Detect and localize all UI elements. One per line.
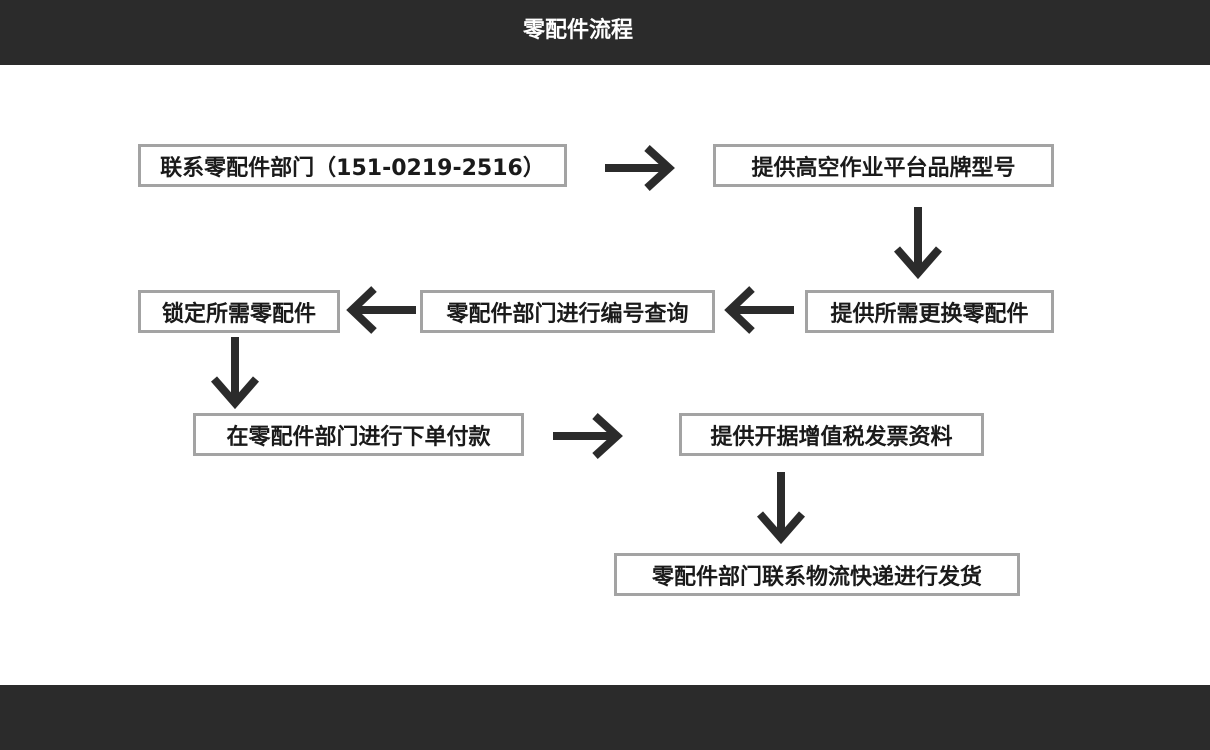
step-lock-required-parts: 锁定所需零配件 [138,290,340,333]
header-bar: 零配件流程 [0,0,1210,65]
arrow-left-icon [346,286,416,334]
page-title: 零配件流程 [522,18,633,43]
step-part-number-lookup: 零配件部门进行编号查询 [420,290,715,333]
step-provide-required-parts: 提供所需更换零配件 [805,290,1054,333]
step-provide-brand-model: 提供高空作业平台品牌型号 [713,144,1054,187]
arrow-right-icon [605,145,675,191]
step-ship-via-logistics: 零配件部门联系物流快递进行发货 [614,553,1020,596]
footer-bar [0,685,1210,750]
arrow-down-icon [210,337,260,410]
arrow-down-icon [893,207,943,280]
step-contact-parts-dept: 联系零配件部门（151-0219-2516） [138,144,567,187]
arrow-down-icon [756,472,806,545]
arrow-right-icon [553,413,623,459]
arrow-left-icon [724,286,794,334]
step-place-order-pay: 在零配件部门进行下单付款 [193,413,524,456]
step-provide-invoice-info: 提供开据增值税发票资料 [679,413,984,456]
